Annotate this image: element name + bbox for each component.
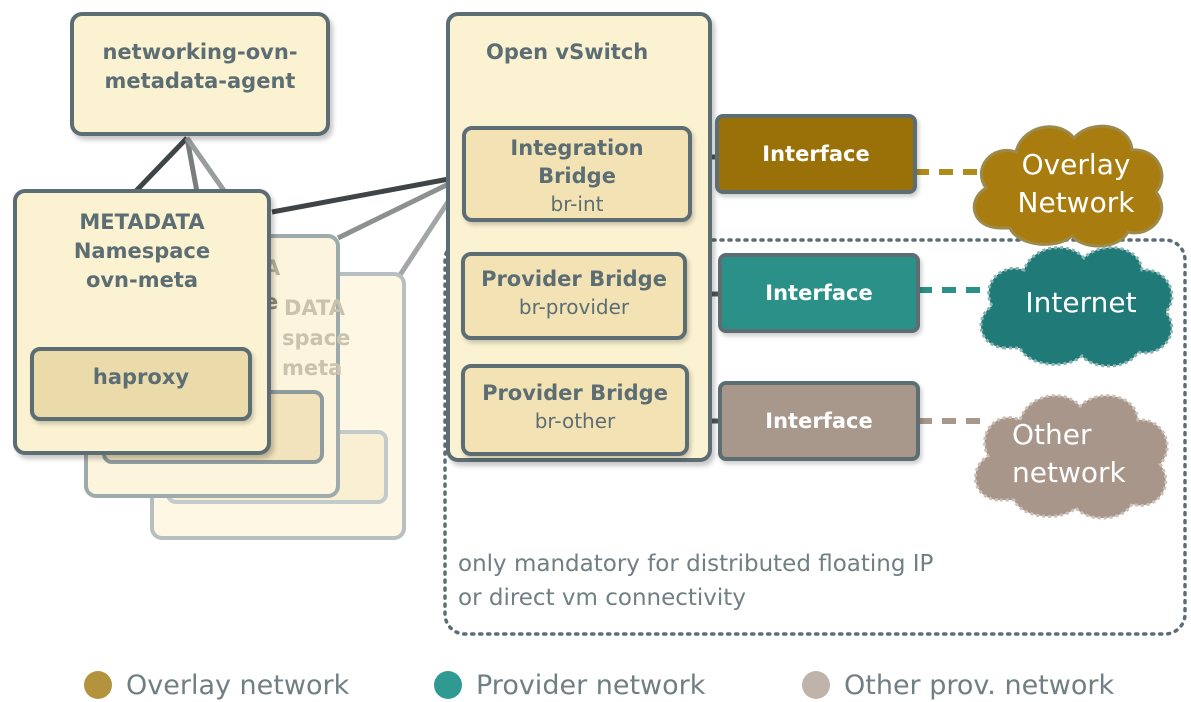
metadata-agent-box[interactable]: networking-ovn-metadata-agent — [70, 12, 330, 136]
legend-overlay-swatch — [84, 671, 112, 699]
namespace-bridge-link-front — [271, 173, 466, 215]
overlay-cloud-line-2: Network — [1017, 186, 1135, 219]
optional-region-note: only mandatory for distributed floating … — [458, 547, 933, 615]
legend-other-swatch — [802, 671, 830, 699]
overlay-interface-box[interactable]: Interface — [715, 114, 917, 194]
note-line-2: or direct vm connectivity — [458, 585, 746, 611]
legend-provider: Provider network — [434, 668, 705, 702]
ghost-label-data: DATA — [284, 296, 346, 320]
haproxy-label: haproxy — [92, 365, 190, 389]
other-cloud-line-2: network — [1012, 456, 1126, 489]
open-vswitch-title: Open vSwitch — [486, 40, 649, 64]
other-bridge-sub: br-other — [534, 409, 616, 433]
internet-cloud-line-1: Internet — [1025, 286, 1137, 319]
legend-overlay: Overlay network — [84, 668, 349, 702]
legend-provider-swatch — [434, 671, 462, 699]
integration-bridge-box[interactable]: Integration Bridge br-int — [462, 126, 692, 222]
integration-bridge-name-line-1: Integration — [510, 136, 644, 160]
internet-cloud: Internet — [996, 284, 1166, 322]
namespace-title-line-2: Namespace — [73, 239, 211, 263]
integration-bridge-sub: br-int — [550, 192, 604, 216]
other-bridge-name: Provider Bridge — [482, 381, 668, 405]
legend-other-label: Other prov. network — [844, 669, 1115, 701]
overlay-cloud-shape — [972, 124, 1164, 248]
other-cloud: Other network — [986, 416, 1172, 492]
agent-namespace-link-middle — [184, 137, 200, 193]
other-interface-box[interactable]: Interface — [718, 381, 920, 461]
internet-cloud-shape — [979, 246, 1174, 368]
other-cloud-shape — [973, 394, 1169, 520]
other-cloud-line-1: Other — [1012, 418, 1092, 451]
provider-bridge-box[interactable]: Provider Bridge br-provider — [461, 252, 687, 340]
legend-provider-label: Provider network — [476, 669, 706, 701]
integration-bridge-name-line-2: Bridge — [538, 164, 616, 188]
namespace-title-line-1: METADATA — [79, 210, 205, 234]
provider-bridge-sub: br-provider — [518, 295, 630, 319]
ghost-label-meta: meta — [282, 356, 343, 380]
overlay-cloud-line-1: Overlay — [1021, 148, 1131, 181]
agent-namespace-link-front — [133, 136, 189, 194]
overlay-cloud: Overlay Network — [996, 146, 1156, 222]
agent-namespace-link-back — [184, 136, 228, 194]
other-interface-label: Interface — [765, 409, 873, 433]
namespace-box-front[interactable]: METADATA Namespace ovn-meta haproxy — [13, 189, 271, 455]
note-line-1: only mandatory for distributed floating … — [458, 551, 934, 577]
provider-bridge-name: Provider Bridge — [481, 267, 667, 291]
provider-interface-box[interactable]: Interface — [718, 253, 920, 333]
metadata-agent-label: networking-ovn-metadata-agent — [102, 40, 298, 93]
namespace-title-line-3: ovn-meta — [85, 268, 199, 292]
ghost-label-space: space — [282, 326, 351, 350]
provider-interface-label: Interface — [765, 281, 873, 305]
overlay-interface-label: Interface — [762, 142, 870, 166]
legend-other: Other prov. network — [802, 668, 1114, 702]
haproxy-box[interactable]: haproxy — [30, 347, 252, 421]
other-bridge-box[interactable]: Provider Bridge br-other — [461, 364, 689, 456]
namespace-bridge-link-middle — [336, 173, 467, 241]
legend-overlay-label: Overlay network — [126, 669, 350, 701]
optional-region-border — [443, 238, 1187, 636]
